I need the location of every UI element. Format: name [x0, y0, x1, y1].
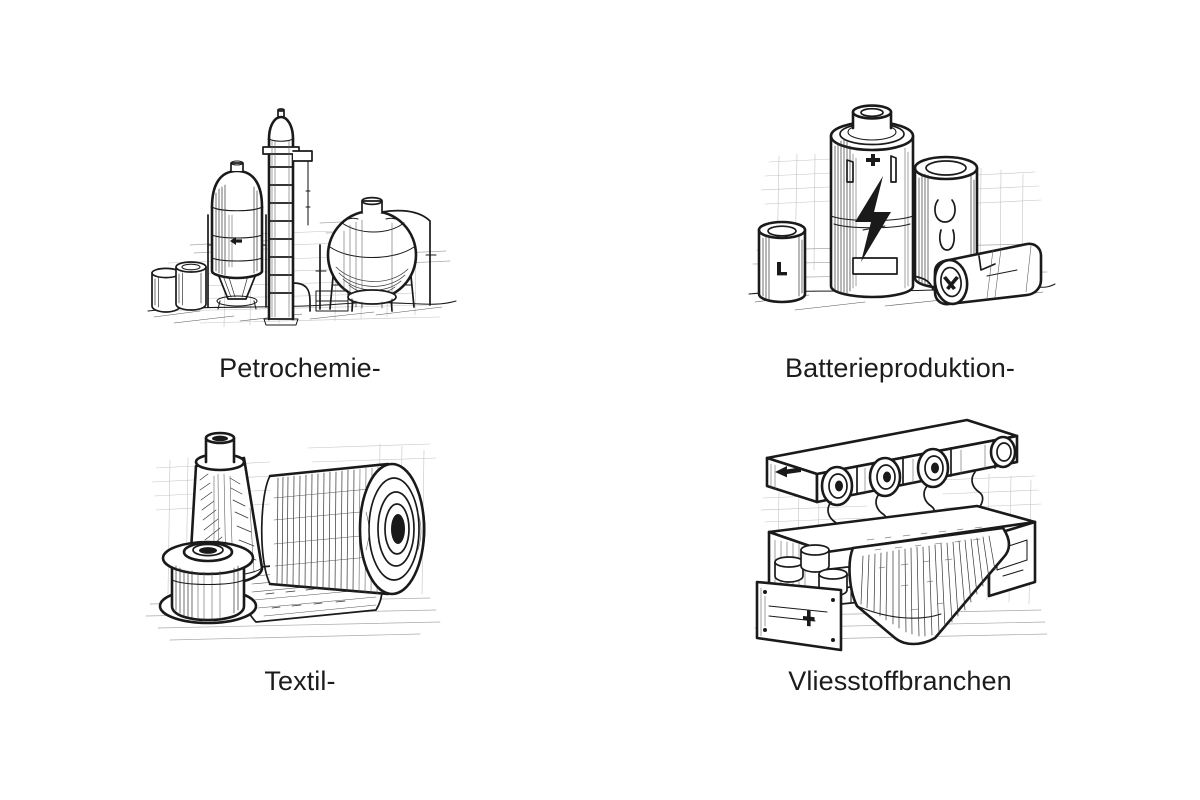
spinneret-nozzle-3	[916, 447, 950, 489]
control-box	[755, 544, 848, 652]
equipment-skid	[315, 290, 349, 312]
petrochemical-plant-illustration	[130, 95, 470, 335]
industry-cell-petrochemie: Petrochemie-	[0, 0, 600, 400]
distillation-column	[262, 108, 313, 326]
industry-cell-textil: Textil-	[0, 400, 600, 800]
industry-cell-batterieproduktion: Batterieproduktion-	[600, 0, 1200, 400]
spinneret-nozzle-2	[868, 456, 902, 498]
fabric-roll	[260, 462, 426, 596]
battery-production-illustration	[735, 98, 1065, 333]
industry-cell-vliesstoffbranchen: Vliesstoffbranchen	[600, 400, 1200, 800]
nonwovens-machine-illustration	[745, 410, 1055, 660]
spinneret-nozzle-4	[989, 435, 1017, 469]
spherical-storage-tank	[326, 196, 418, 312]
battery-cell-lying	[912, 242, 1043, 306]
thread-bobbin	[158, 540, 258, 625]
pressure-vessel	[207, 160, 267, 310]
caption-batterieproduktion: Batterieproduktion-	[784, 353, 1016, 383]
caption-vliesstoffbranchen: Vliesstoffbranchen	[788, 666, 1012, 696]
battery-cell-small-left	[757, 220, 807, 304]
battery-cell-primary	[829, 104, 915, 299]
textile-illustration	[130, 408, 470, 658]
nonwoven-web	[848, 526, 1011, 646]
caption-petrochemie: Petrochemie-	[219, 353, 381, 383]
spinneret-beam	[765, 418, 1019, 507]
spinneret-nozzle-1	[820, 465, 854, 507]
caption-textil: Textil-	[264, 666, 336, 696]
storage-drums	[151, 261, 207, 313]
